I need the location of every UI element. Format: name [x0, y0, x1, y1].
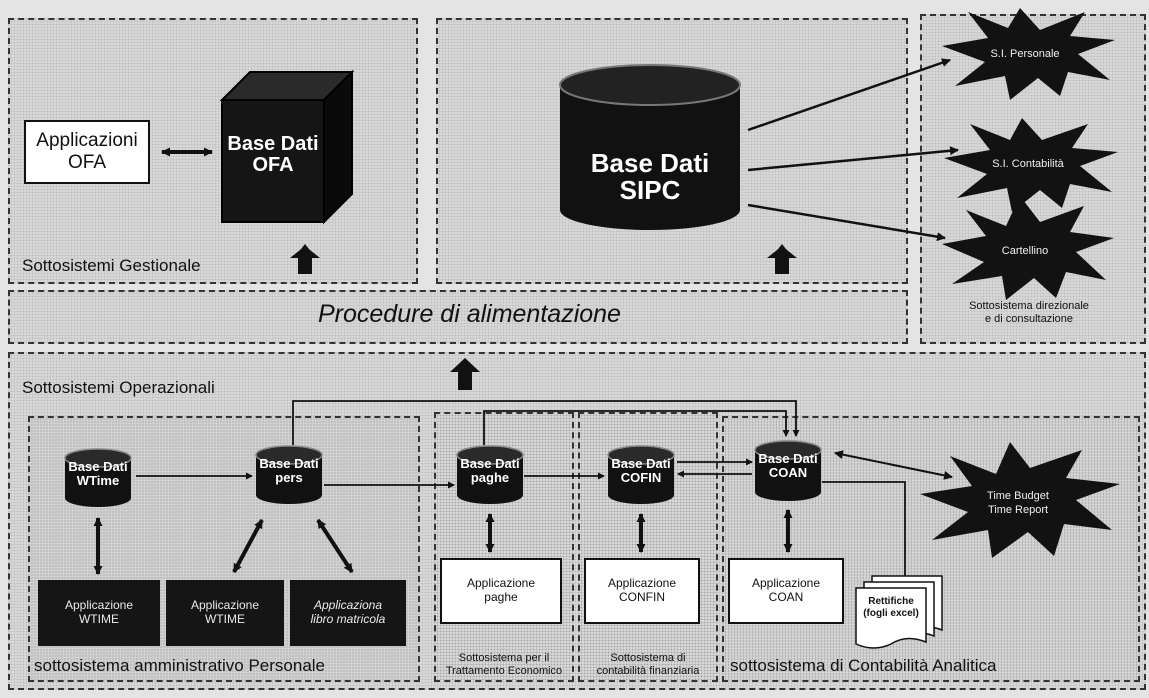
db-paghe-label: Base Dati paghe [460, 456, 520, 485]
caption-contabilita-analitica: sottosistema di Contabilità Analitica [730, 656, 997, 675]
si-contabilita-label: S.I. Contabilità [992, 158, 1064, 170]
app-wtime-1: Applicazione WTIME [38, 580, 160, 646]
applicazioni-ofa-box: Applicazioni OFA [24, 120, 150, 184]
app-coan: Applicazione COAN [728, 558, 844, 624]
app-wtime-2: Applicazione WTIME [166, 580, 284, 646]
si-personale-label: S.I. Personale [990, 48, 1060, 60]
db-cofin-label: Base Dati COFIN [611, 456, 671, 485]
db-pers-label: Base Dati pers [259, 456, 319, 485]
panel-procedure-alimentazione [8, 290, 908, 344]
base-dati-sipc-label: Base Dati SIPC [590, 148, 710, 206]
base-dati-ofa-label: Base Dati OFA [227, 133, 319, 176]
caption-trattamento-economico: Sottosistema per il Trattamento Economic… [445, 652, 563, 678]
direzionale-caption: Sottosistema direzionale e di consultazi… [969, 300, 1089, 326]
rettifiche-label: Rettifiche (fogli excel) [863, 596, 919, 619]
caption-contabilita-finanziaria: Sottosistema di contabilità finanziaria [596, 652, 700, 678]
app-libro-matricola: Applicaziona libro matricola [290, 580, 406, 646]
panel-trattamento-economico [434, 412, 574, 682]
db-wtime-label: Base Dati WTime [68, 459, 128, 488]
panel-direzionale [920, 14, 1146, 344]
app-confin: Applicazione CONFIN [584, 558, 700, 624]
caption-amministrativo-personale: sottosistema amministrativo Personale [34, 656, 326, 675]
panel-contabilita-finanziaria [578, 412, 718, 682]
procedure-alimentazione-label: Procedure di alimentazione [318, 300, 621, 328]
app-paghe: Applicazione paghe [440, 558, 562, 624]
time-budget-label: Time Budget Time Report [987, 490, 1049, 516]
db-coan-label: Base Dati COAN [758, 451, 818, 480]
cartellino-label: Cartellino [1001, 245, 1049, 257]
operazionali-title: Sottosistemi Operazionali [22, 378, 215, 397]
gestionale-title: Sottosistemi Gestionale [22, 256, 201, 275]
